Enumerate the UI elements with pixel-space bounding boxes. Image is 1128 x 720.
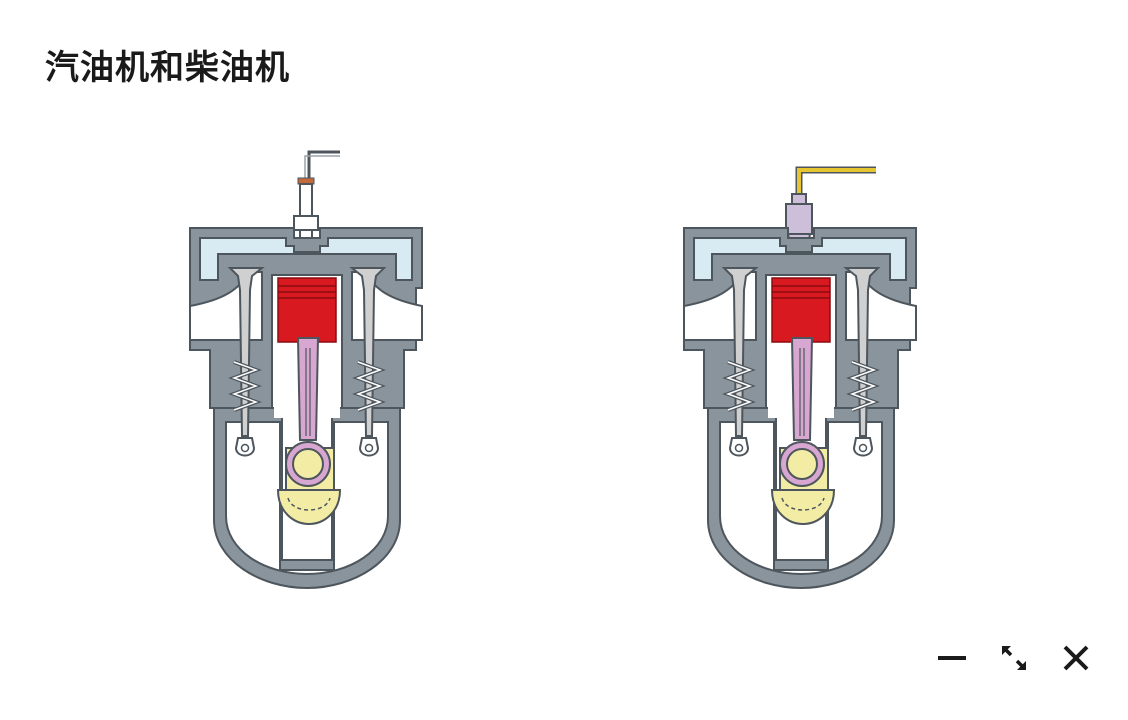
valve-right — [349, 267, 387, 457]
connecting-rod — [779, 337, 825, 487]
valve-left — [227, 267, 265, 457]
crankcase — [707, 290, 895, 590]
close-icon — [1063, 645, 1089, 671]
valve-left — [721, 267, 759, 457]
page-title: 汽油机和柴油机 — [45, 48, 290, 88]
connecting-rod — [285, 337, 331, 487]
gasoline-engine-diagram — [182, 140, 432, 600]
expand-button[interactable] — [992, 636, 1036, 680]
minimize-icon — [938, 656, 966, 660]
diesel-engine-diagram — [676, 140, 926, 600]
minimize-button[interactable] — [930, 636, 974, 680]
piston — [771, 277, 831, 343]
expand-icon — [1002, 646, 1026, 670]
close-button[interactable] — [1054, 636, 1098, 680]
piston — [277, 277, 337, 343]
valve-right — [843, 267, 881, 457]
window-controls — [930, 636, 1098, 680]
